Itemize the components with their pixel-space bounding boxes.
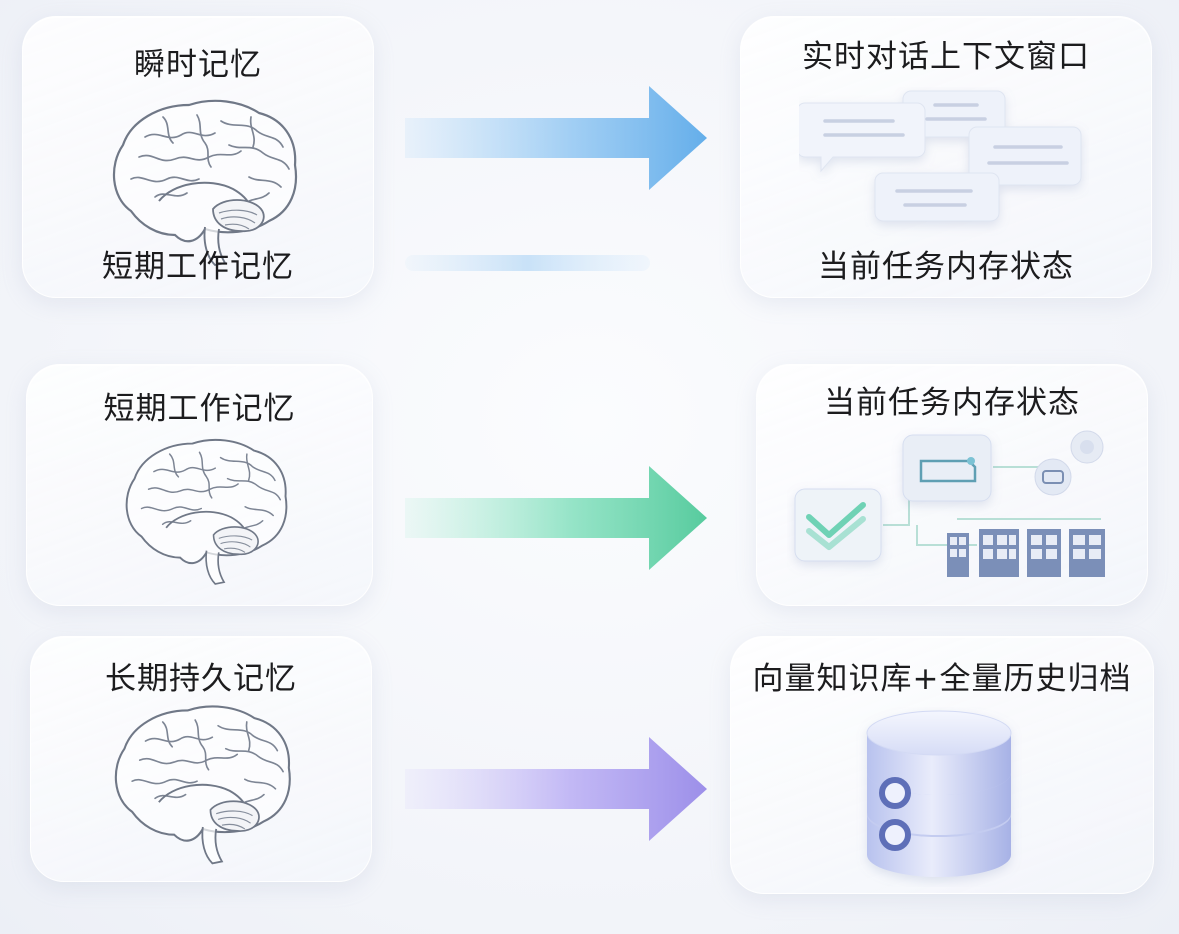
task-memory-subtitle: 当前任务内存状态 — [818, 249, 1074, 285]
arrow-instant-to-context — [405, 86, 710, 190]
brain-icon — [105, 433, 301, 591]
faint-link-line — [405, 250, 655, 276]
card-task-memory: 当前任务内存状态 — [756, 364, 1148, 606]
card-long-term-memory: 长期持久记忆 — [30, 636, 372, 882]
database-icon — [855, 707, 1025, 887]
task-memory-title: 当前任务内存状态 — [824, 385, 1080, 421]
task-dashboard-icon — [787, 425, 1127, 585]
arrow-short-to-task — [405, 466, 710, 570]
vector-archive-title: 向量知识库+全量历史归档 — [752, 661, 1132, 697]
arrow-long-to-archive — [405, 737, 710, 841]
chat-bubbles-icon — [799, 87, 1089, 237]
short-term-memory-subtitle: 短期工作记忆 — [102, 249, 294, 285]
card-context-window: 实时对话上下文窗口 当前任务内存状态 — [740, 16, 1152, 298]
instant-memory-title: 瞬时记忆 — [134, 47, 262, 83]
brain-icon — [93, 699, 305, 871]
context-window-title: 实时对话上下文窗口 — [802, 39, 1090, 75]
short-term-memory-title: 短期工作记忆 — [103, 391, 296, 427]
long-term-memory-title: 长期持久记忆 — [105, 661, 297, 697]
card-short-term-memory: 短期工作记忆 — [26, 364, 373, 606]
card-vector-archive: 向量知识库+全量历史归档 — [730, 636, 1154, 894]
card-instant-memory: 瞬时记忆 短期工作记忆 — [22, 16, 374, 298]
